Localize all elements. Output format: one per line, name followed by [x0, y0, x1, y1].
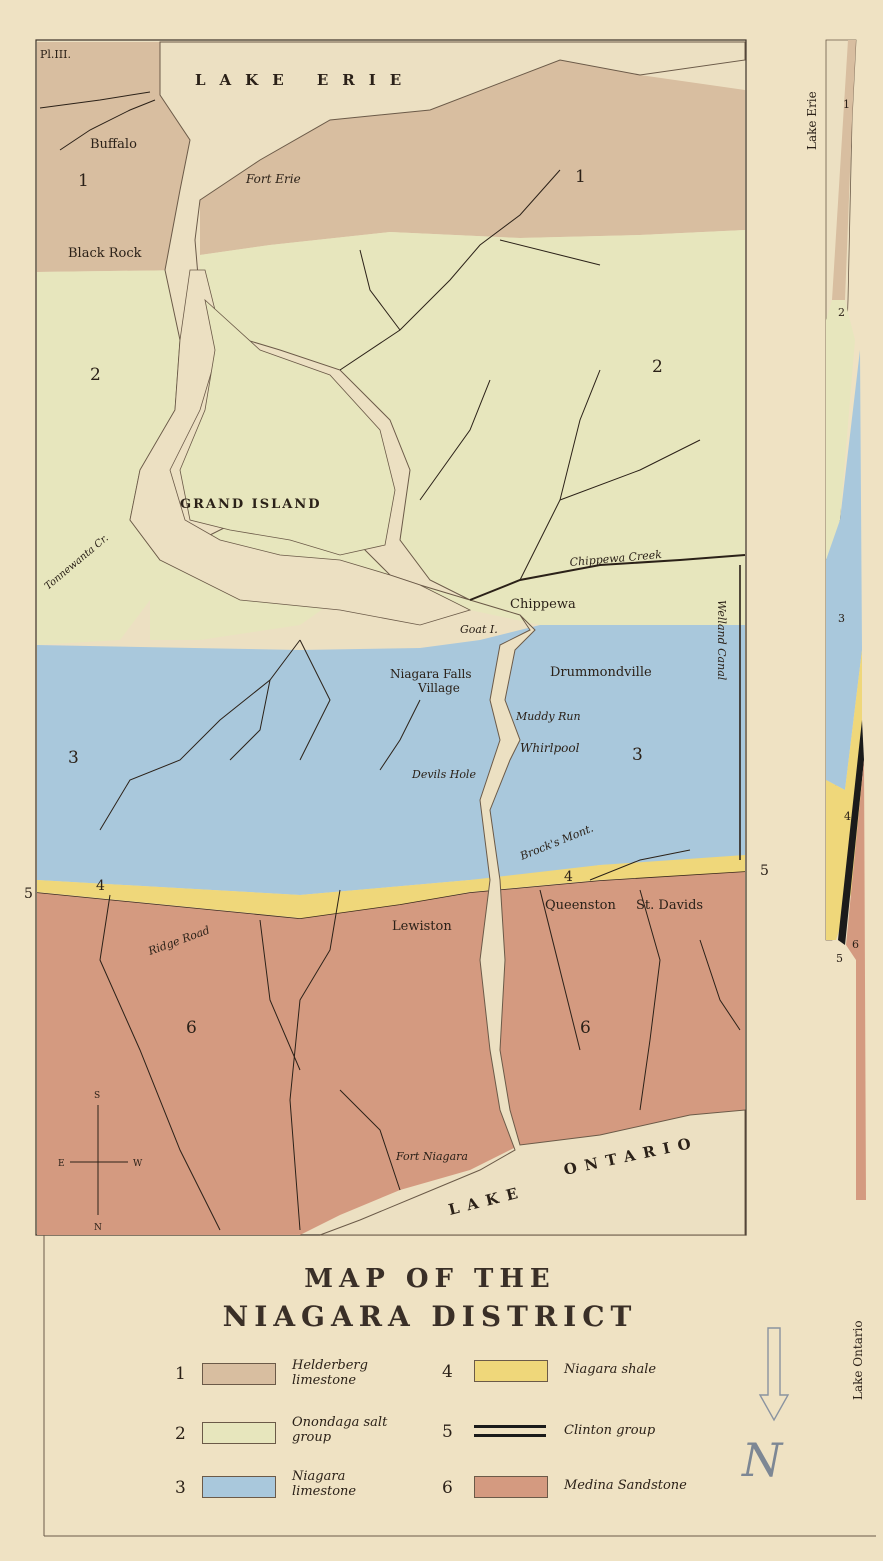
legend-swatch-4 [474, 1360, 548, 1382]
st-davids-label: St. Davids [636, 898, 703, 913]
lake-erie-label: LAKE ERIE [195, 71, 415, 89]
section-zone-1 [832, 40, 856, 300]
zone-number-4-west: 4 [96, 878, 105, 894]
village-label: Village [417, 681, 460, 695]
buffalo-label: Buffalo [90, 137, 137, 152]
devils-hole-label: Devils Hole [411, 768, 476, 781]
section-zone-3 [826, 350, 862, 790]
lewiston-label: Lewiston [392, 919, 452, 934]
legend-label-6: Medina Sandstone [564, 1478, 687, 1493]
plate-label: Pl.III. [40, 48, 71, 61]
section-number-4: 4 [844, 810, 851, 823]
legend-num-5: 5 [442, 1422, 453, 1442]
legend-num-6: 6 [442, 1478, 453, 1498]
zone-number-3-east: 3 [632, 745, 643, 765]
legend-num-2: 2 [175, 1424, 186, 1444]
section-number-5: 5 [836, 952, 843, 965]
legend-swatch-6 [474, 1476, 548, 1498]
niagara-falls-label: Niagara Falls [390, 667, 472, 681]
zone-number-4-east: 4 [564, 869, 573, 885]
compass-n: N [94, 1223, 102, 1233]
title-line-2: NIAGARA DISTRICT [222, 1300, 638, 1333]
streams [39, 91, 746, 1231]
compass-e: E [58, 1159, 65, 1169]
zone-number-3-west: 3 [68, 748, 79, 768]
legend-label-4: Niagara shale [564, 1362, 657, 1377]
goat-island-label: Goat I. [460, 623, 498, 636]
section-number-2: 2 [838, 306, 845, 319]
legend-label-3: Niagara limestone [292, 1469, 357, 1499]
zone-3 [37, 625, 745, 895]
chippewa-label: Chippewa [510, 597, 576, 612]
legend-label-5: Clinton group [564, 1423, 656, 1438]
black-rock-label: Black Rock [68, 246, 142, 261]
grand-island [179, 298, 396, 556]
zone-number-2-west: 2 [90, 365, 101, 385]
section-lake-erie-label: Lake Erie [805, 91, 819, 150]
section-zone-4 [826, 650, 862, 940]
fort-erie-label: Fort Erie [245, 172, 301, 186]
legend-label-1: Helderberg limestone [292, 1358, 368, 1388]
grand-island-label: GRAND ISLAND [180, 497, 322, 512]
legend-swatch-5 [474, 1425, 546, 1437]
zone-number-1-west: 1 [78, 171, 89, 191]
section-number-3: 3 [838, 612, 845, 625]
legend-num-1: 1 [175, 1364, 186, 1384]
whirlpool-label: Whirlpool [520, 741, 580, 755]
legend-label-2: Onondaga salt group [292, 1415, 388, 1445]
north-symbol: N [741, 1433, 784, 1487]
section-zone-2 [826, 300, 855, 560]
zone-4 [37, 855, 745, 918]
zone-number-2-east: 2 [652, 357, 663, 377]
zone-1-west [37, 42, 190, 272]
section-number-1: 1 [843, 98, 850, 111]
zone-number-6-east: 6 [580, 1018, 591, 1038]
section-zone-6 [846, 760, 866, 1200]
zone-1-east [200, 60, 745, 255]
section-zone-5 [838, 720, 864, 945]
zone-2-west [37, 270, 190, 645]
muddy-run-label: Muddy Run [515, 710, 581, 723]
compass-icon [70, 1105, 128, 1215]
title-line-1: MAP OF THE [304, 1264, 556, 1294]
north-arrow-icon [758, 1327, 790, 1422]
legend-swatch-3 [202, 1476, 276, 1498]
zone-number-1-east: 1 [575, 167, 586, 187]
welland-canal-label: Welland Canal [715, 600, 728, 681]
section-lake-ontario-label: Lake Ontario [851, 1320, 865, 1400]
legend-swatch-2 [202, 1422, 276, 1444]
section-number-6: 6 [852, 938, 859, 951]
legend-num-4: 4 [442, 1362, 453, 1382]
compass-s: S [94, 1091, 100, 1101]
zone-number-5-east: 5 [760, 863, 769, 879]
queenston-label: Queenston [545, 898, 617, 913]
compass-w: W [133, 1159, 143, 1169]
zone-6 [37, 872, 745, 1235]
legend-swatch-1 [202, 1363, 276, 1385]
zone-number-6-west: 6 [186, 1018, 197, 1038]
fort-niagara-label: Fort Niagara [395, 1150, 468, 1163]
zone-number-5-west: 5 [24, 886, 33, 902]
drummondville-label: Drummondville [550, 665, 652, 680]
legend-num-3: 3 [175, 1478, 186, 1498]
